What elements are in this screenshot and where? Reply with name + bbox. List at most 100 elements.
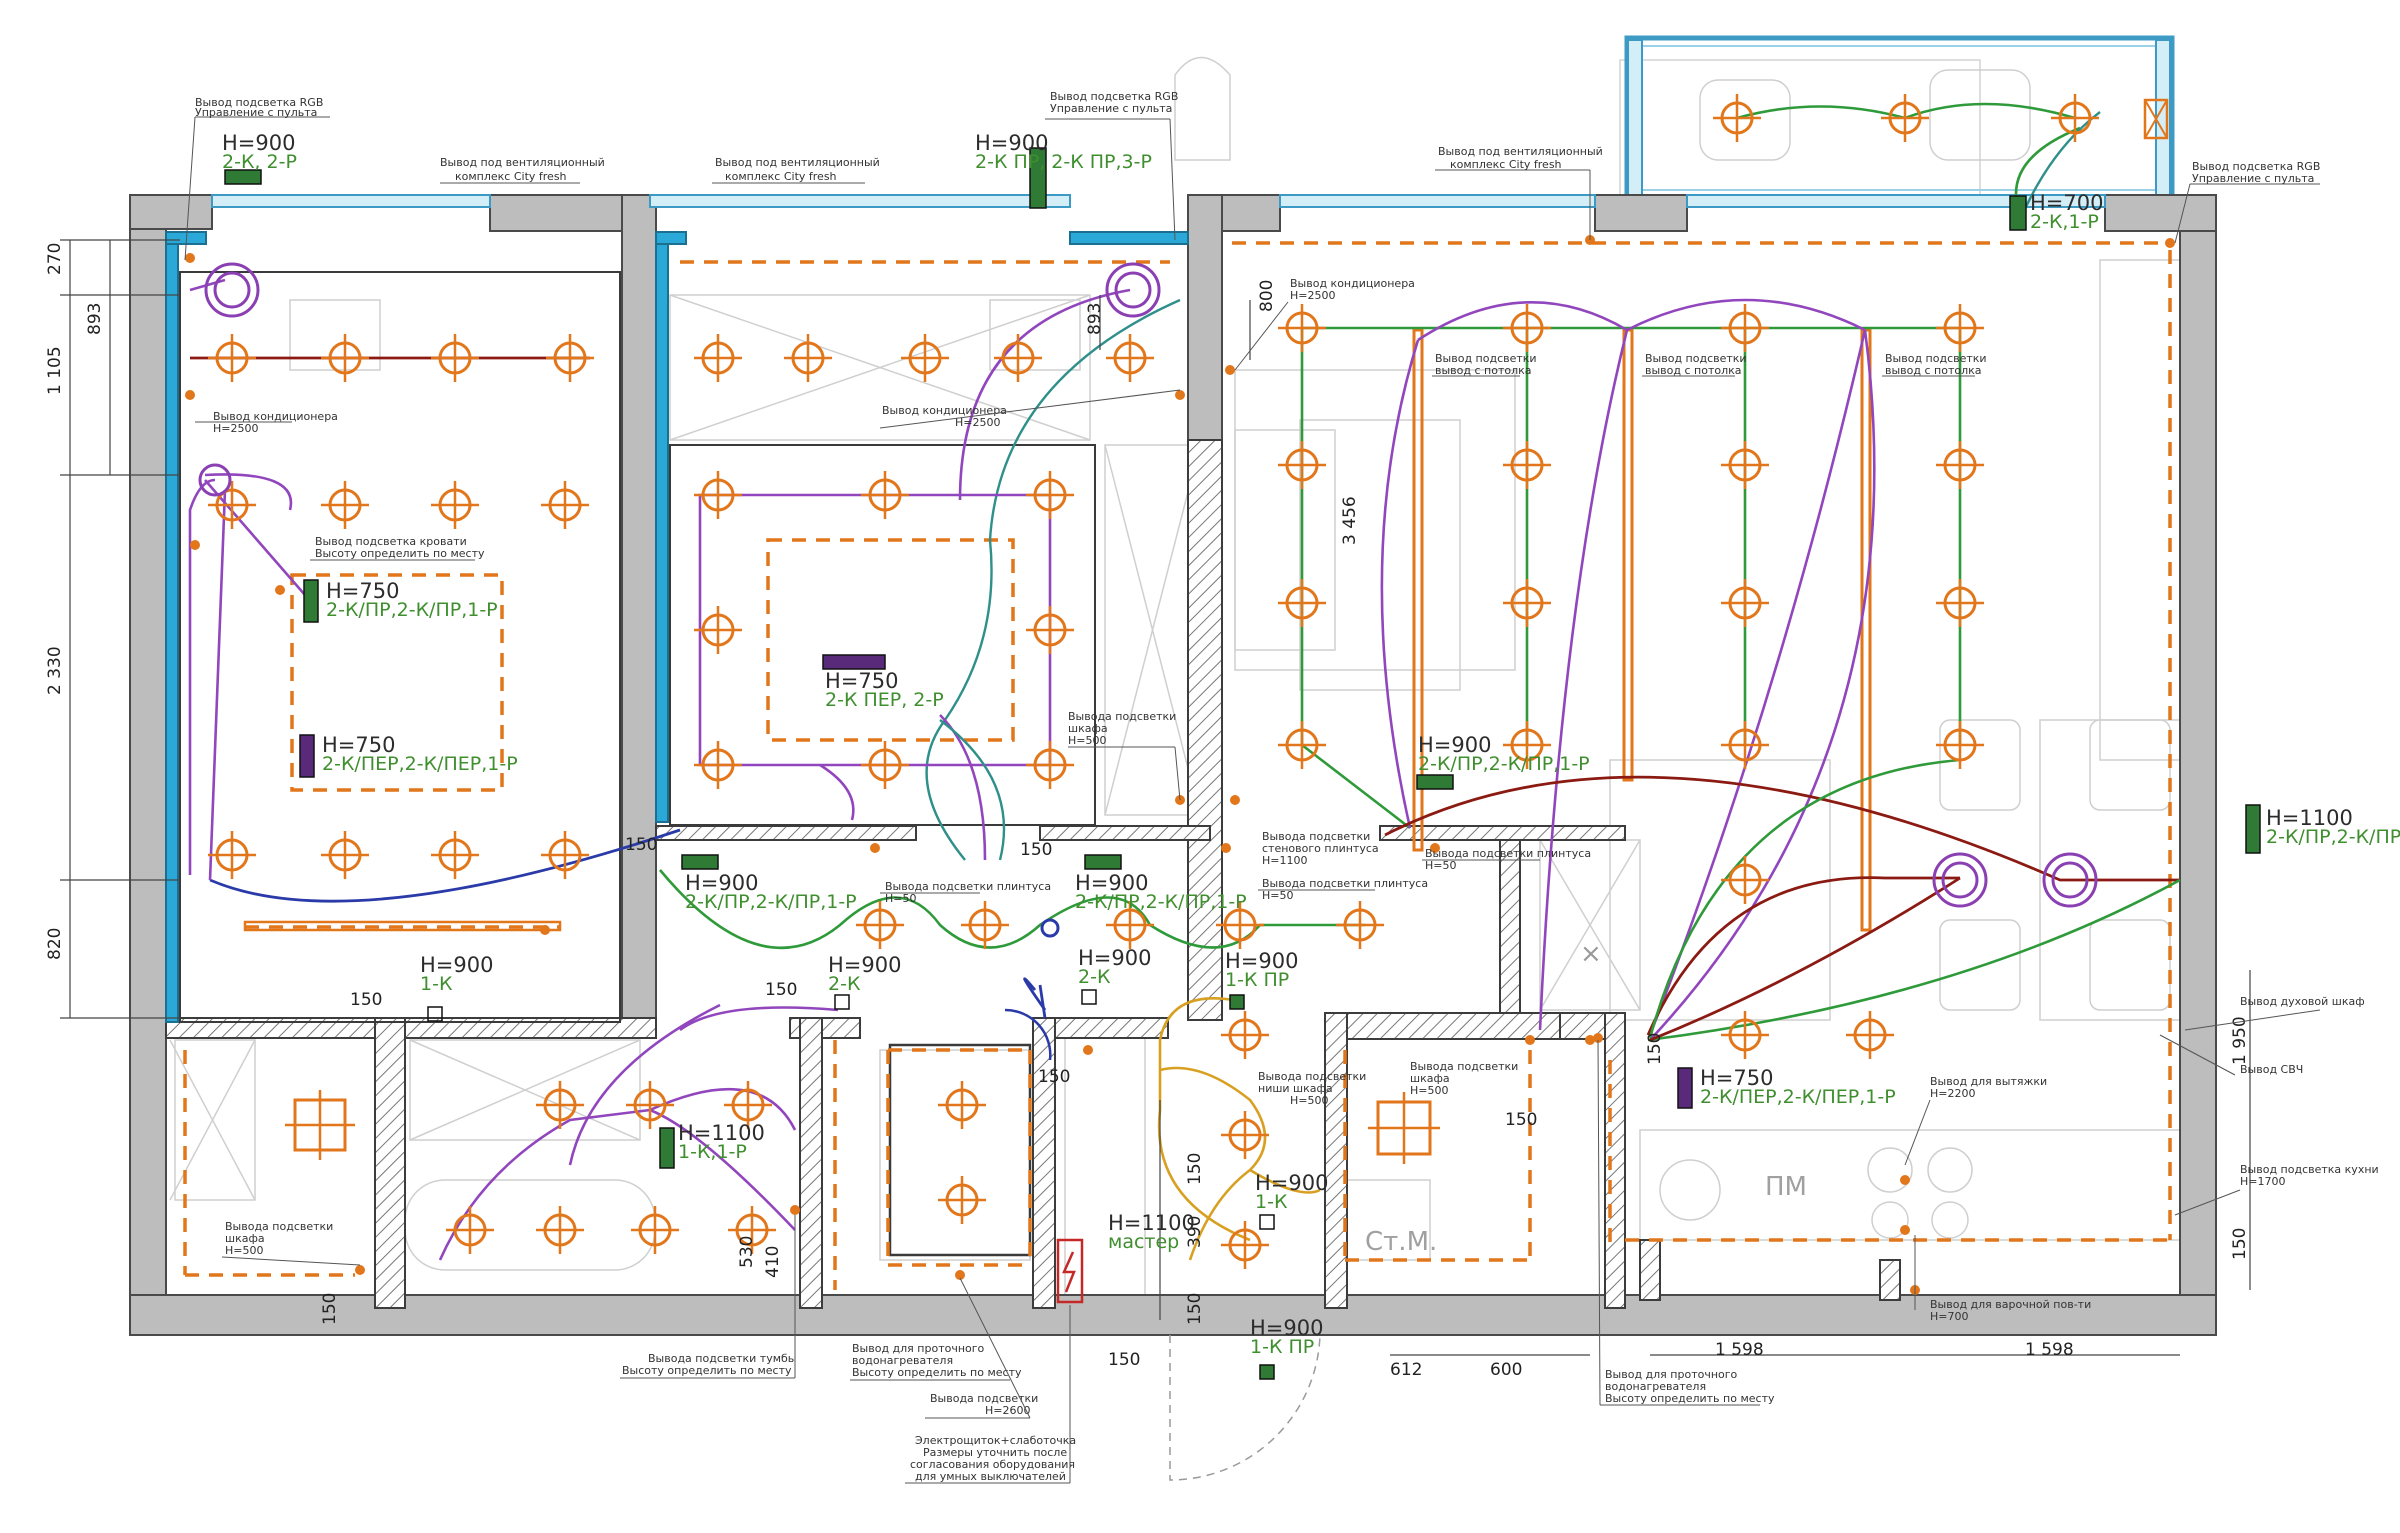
square-light-left xyxy=(285,1090,355,1160)
dim-1598-left: 1 598 xyxy=(1715,1340,1764,1360)
dim-150-bed: 150 xyxy=(625,835,657,855)
switch-type: 2-К/ПЕР,2-К/ПЕР,1-Р xyxy=(1700,1086,1896,1108)
dim-800: 800 xyxy=(1257,280,1277,312)
entry-door xyxy=(1169,1334,1321,1481)
dim-150-bed2: 150 xyxy=(1020,840,1052,860)
dim-150-wc: 150 xyxy=(1038,1067,1070,1087)
switch-type: 1-К,1-Р xyxy=(678,1141,747,1163)
switch-height: H=750 xyxy=(326,579,399,603)
switch-height: H=900 xyxy=(1078,946,1151,970)
switch-height: H=750 xyxy=(322,733,395,757)
switch-type: 2-К,1-Р xyxy=(2030,211,2099,233)
switch-labels: H=900 2-К, 2-Р H=900 2-К ПР, 2-К ПР,3-Р … xyxy=(222,131,2400,1358)
dim-390: 390 xyxy=(1185,1216,1205,1248)
dim-150-hall: 150 xyxy=(1185,1153,1205,1185)
switch-height: H=900 xyxy=(1075,871,1148,895)
dim-1950: 1 950 xyxy=(2230,1016,2250,1065)
switch-height: H=900 xyxy=(420,953,493,977)
svg-text:×: × xyxy=(1580,939,1602,969)
dim-150-bath2: 150 xyxy=(765,980,797,1000)
switch-boxes xyxy=(224,147,2261,1380)
light-fixtures xyxy=(198,92,2101,1271)
dim-410: 410 xyxy=(763,1246,783,1278)
room-label-pm: ПМ xyxy=(1765,1172,1807,1202)
switch-type: 2-К/ПР,2-К/ПР,1-Р xyxy=(685,891,857,913)
outlet-markers xyxy=(185,235,2175,1295)
switch-type: 2-К/ПР,2-К/ПР,1-Р xyxy=(1418,753,1590,775)
switch-height: H=1100 xyxy=(2266,806,2353,830)
dim-3456: 3 456 xyxy=(1340,496,1360,545)
switch-height: H=900 xyxy=(685,871,758,895)
walls xyxy=(129,194,2217,1336)
dim-2330: 2 330 xyxy=(45,646,65,695)
bath-door xyxy=(1004,1008,1052,1061)
dim-150-kitchen2: 150 xyxy=(1645,1033,1665,1065)
dimensions: 270 893 1 105 2 330 820 893 800 3 456 1 … xyxy=(45,239,2251,1380)
switch-type: мастер xyxy=(1108,1231,1179,1253)
switch-type: 2-К/ПЕР,2-К/ПЕР,1-Р xyxy=(322,753,518,775)
note-oven: Вывод духовой шкаф xyxy=(2240,995,2365,1008)
switch-height: H=900 xyxy=(222,131,295,155)
square-light-right xyxy=(1368,1092,1440,1164)
dim-530: 530 xyxy=(737,1236,757,1268)
switch-height: H=900 xyxy=(975,131,1048,155)
switch-height: H=900 xyxy=(1418,733,1491,757)
dim-150-door: 150 xyxy=(1185,1293,1205,1325)
switch-height: H=900 xyxy=(1225,949,1298,973)
dim-270: 270 xyxy=(45,243,65,275)
switch-type: 2-К xyxy=(1078,966,1111,988)
dim-150-entry: 150 xyxy=(1108,1350,1140,1370)
switch-type: 1-К ПР xyxy=(1225,969,1289,991)
wiring xyxy=(188,102,2181,1261)
switch-height: H=900 xyxy=(828,953,901,977)
switch-height: H=750 xyxy=(1700,1066,1773,1090)
dim-150-left: 150 xyxy=(350,990,382,1010)
switch-type: 2-К/ПР,2-К/ПР xyxy=(2266,826,2400,848)
switch-height: H=1100 xyxy=(1108,1211,1195,1235)
note-mw: Вывод СВЧ xyxy=(2240,1063,2303,1076)
dim-600: 600 xyxy=(1490,1360,1522,1380)
switch-type: 2-К/ПР,2-К/ПР,1-Р xyxy=(326,599,498,621)
dim-150-kitchen: 150 xyxy=(2230,1228,2250,1260)
switch-type: 2-К xyxy=(828,973,861,995)
switch-height: H=900 xyxy=(1255,1171,1328,1195)
switch-type: 2-К ПЕР, 2-Р xyxy=(825,689,944,711)
switch-type: 2-К/ПР,2-К/ПР,1-Р xyxy=(1075,891,1247,913)
switch-type: 2-К ПР, 2-К ПР,3-Р xyxy=(975,151,1152,173)
led-strips xyxy=(183,241,2172,1290)
switch-type: 1-К ПР xyxy=(1250,1336,1314,1358)
dim-612: 612 xyxy=(1390,1360,1422,1380)
dim-1598-right: 1 598 xyxy=(2025,1340,2074,1360)
room-label-stm: Ст.М. xyxy=(1365,1227,1437,1257)
dim-893-left: 893 xyxy=(85,303,105,335)
dim-150-bath: 150 xyxy=(320,1293,340,1325)
